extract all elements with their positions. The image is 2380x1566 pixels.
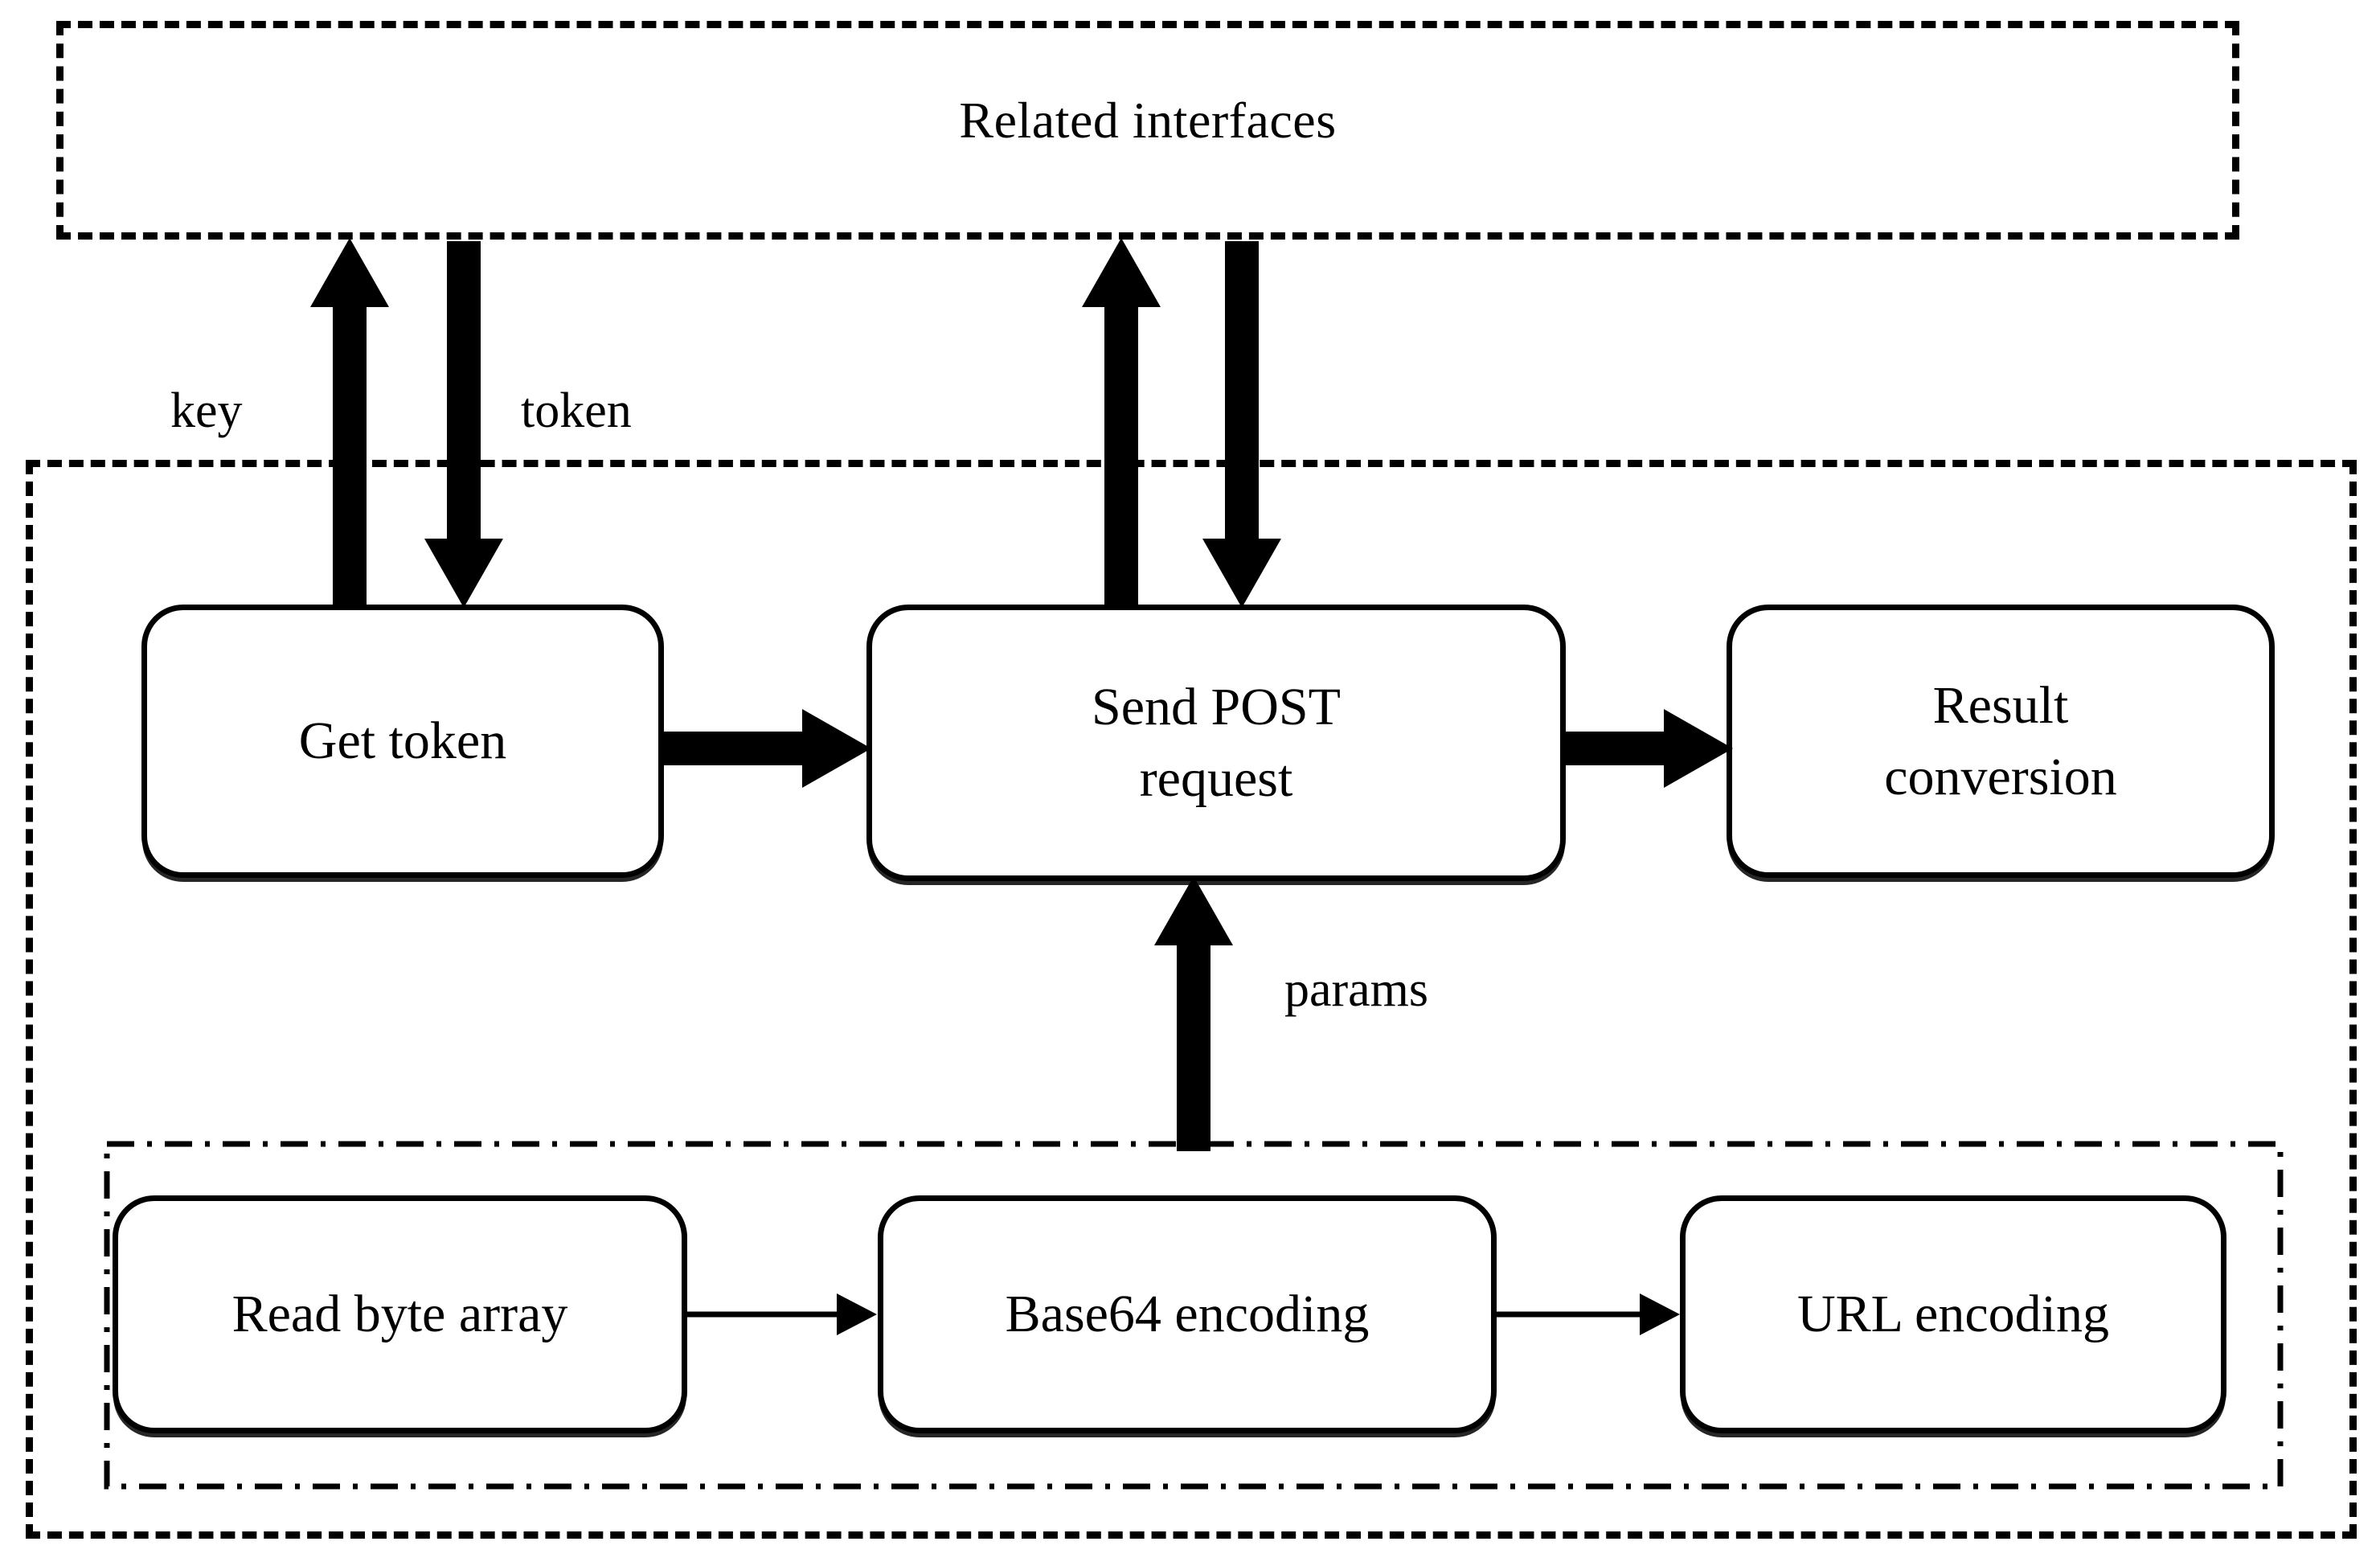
arrow-base64-to-url-encoding [1497,1282,1683,1347]
arrow-key-up [305,238,394,608]
edge-label-token: token [521,383,632,438]
arrow-response-down [1198,241,1286,608]
group-related-interfaces: Related interfaces [56,21,2239,240]
arrow-read-byte-array-to-base64 [687,1282,880,1347]
node-send-post-request-label-line1: Send POST [1092,677,1341,736]
arrow-token-down [420,241,508,608]
node-read-byte-array-label: Read byte array [231,1285,568,1344]
arrow-request-up [1077,238,1165,608]
arrow-params-up [1149,876,1238,1151]
edge-label-key: key [170,383,243,438]
arrow-get-token-to-send-post [664,704,871,793]
node-get-token-label: Get token [298,711,507,771]
node-result-conversion-label-line1: Result [1932,675,2069,735]
node-result-conversion-label-line2: conversion [1884,748,2117,806]
node-base64-encoding-label: Base64 encoding [1005,1285,1370,1344]
edge-label-params: params [1284,962,1429,1017]
node-send-post-request[interactable]: Send POST request [866,605,1566,881]
group-client-module [26,460,2357,1539]
node-url-encoding-label: URL encoding [1797,1285,2109,1344]
node-send-post-request-label-line2: request [1139,749,1293,808]
node-result-conversion[interactable]: Result conversion [1727,605,2275,878]
arrow-send-post-to-result-conversion [1564,704,1733,793]
group-related-interfaces-label: Related interfaces [959,92,1337,149]
node-get-token[interactable]: Get token [141,605,664,878]
node-url-encoding[interactable]: URL encoding [1680,1195,2226,1433]
node-read-byte-array[interactable]: Read byte array [113,1195,687,1433]
node-base64-encoding[interactable]: Base64 encoding [878,1195,1497,1433]
